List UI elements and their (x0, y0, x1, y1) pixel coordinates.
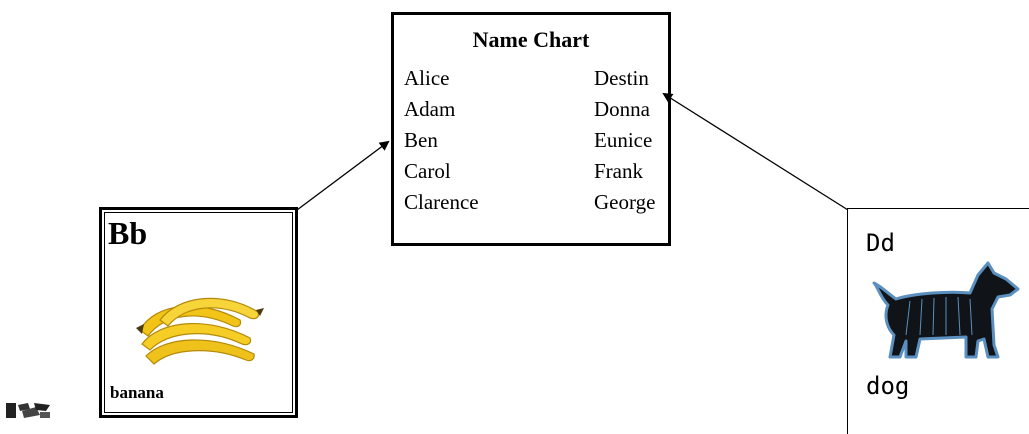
names-column-left: Alice Adam Ben Carol Clarence (404, 63, 479, 218)
name-chart-box: Name Chart Alice Adam Ben Carol Clarence… (391, 12, 671, 246)
name-item: Carol (404, 159, 451, 183)
letter-card-b: Bb banana (99, 207, 298, 418)
name-item: Destin (594, 66, 649, 90)
letter-card-d: Dd dog (847, 208, 1029, 434)
name-item: Donna (594, 97, 650, 121)
name-item: George (594, 190, 656, 214)
card-letters: Bb (108, 215, 148, 251)
arrow-dog-to-d (662, 92, 849, 211)
name-item: Ben (404, 128, 438, 152)
card-word: dog (866, 372, 910, 400)
arrow-banana-to-b (296, 140, 390, 211)
name-item: Clarence (404, 190, 479, 214)
corner-logo-icon (6, 403, 50, 418)
name-item: Eunice (594, 128, 653, 152)
banana-icon (136, 297, 264, 365)
name-item: Frank (594, 159, 643, 183)
names-column-right: Destin Donna Eunice Frank George (594, 63, 655, 218)
name-item: Adam (404, 97, 456, 121)
name-item: Alice (404, 66, 450, 90)
card-letters: Dd (866, 229, 895, 257)
dog-icon (872, 261, 1020, 359)
card-word: banana (110, 383, 164, 402)
name-chart-title: Name Chart (472, 27, 590, 52)
card-inner-border (104, 212, 293, 413)
